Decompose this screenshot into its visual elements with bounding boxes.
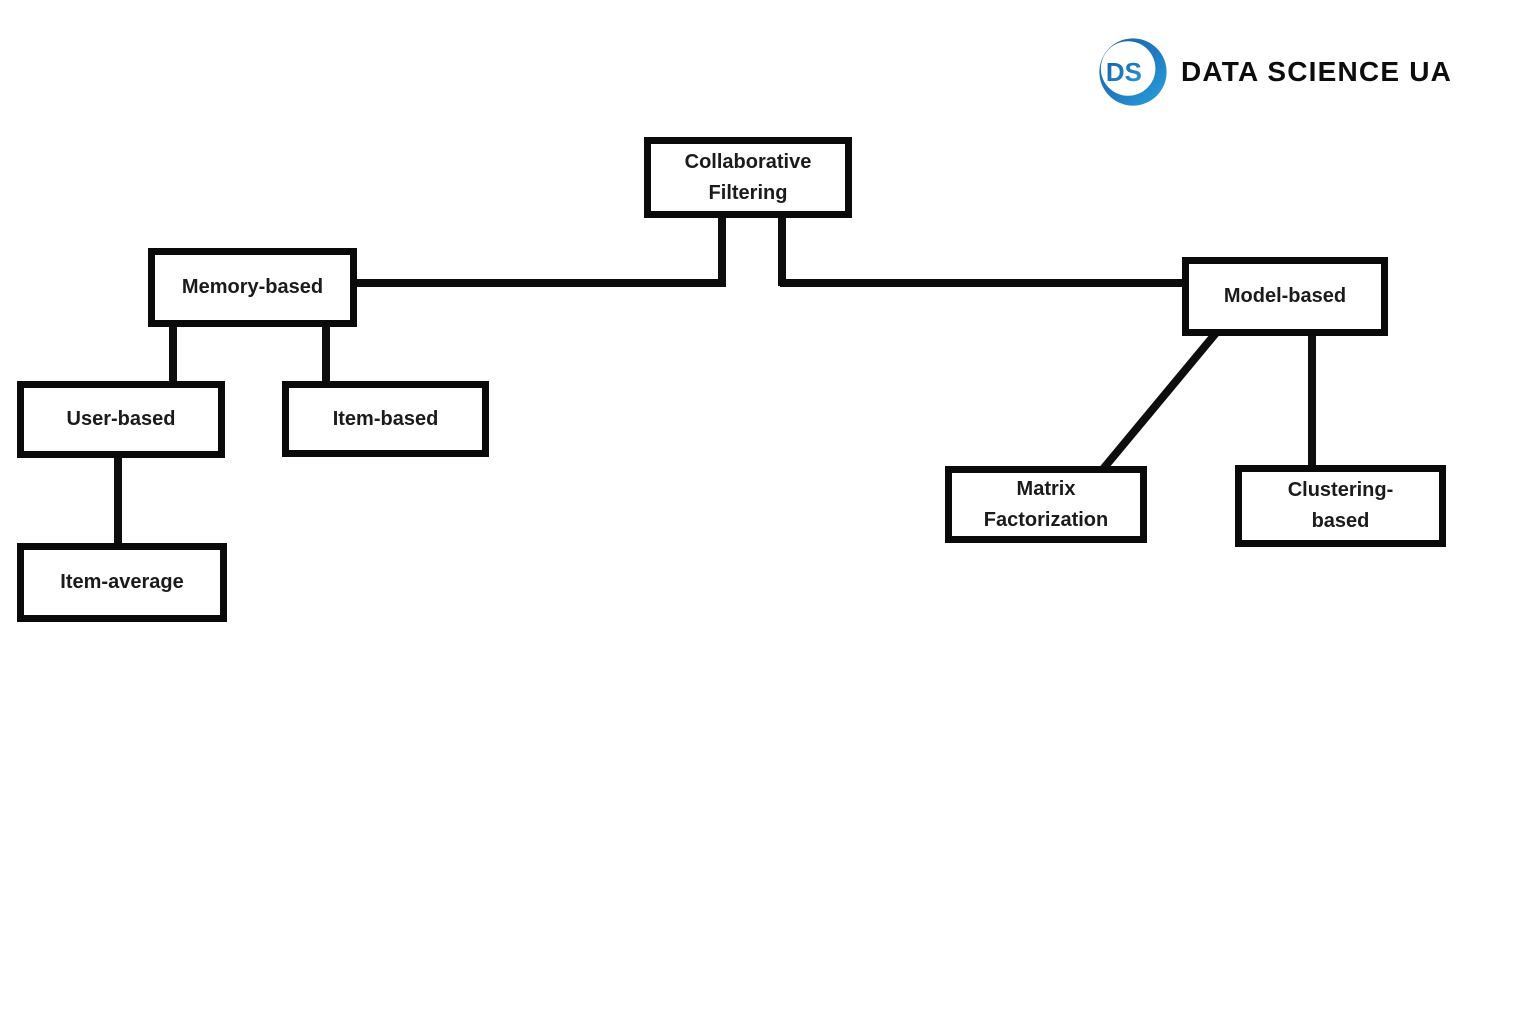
brand-wordmark: DATA SCIENCE UA [1181, 56, 1453, 87]
connector-root-to-model-vertical [778, 214, 786, 286]
node-label-line: Memory-based [181, 276, 324, 298]
connector-root-to-memory-vertical [718, 214, 726, 286]
connector-memory-to-user [169, 322, 177, 385]
node-matrix-factorization: Matrix Factorization [945, 466, 1147, 543]
ds-monogram: DS [1106, 59, 1142, 87]
brand-logo: DS DATA SCIENCE UA [1098, 36, 1452, 108]
node-user-based: User-based [17, 381, 225, 458]
node-label-line: Clustering- [1287, 479, 1394, 501]
node-label-line: Item-average [60, 571, 184, 593]
node-label-line: Collaborative [684, 150, 812, 173]
node-label-line: Item-based [332, 407, 439, 430]
connector-root-to-memory-horizontal [353, 279, 726, 287]
node-item-average: Item-average [17, 543, 227, 622]
node-collaborative-filtering: Collaborative Filtering [644, 137, 852, 218]
connector-memory-to-item [322, 322, 330, 385]
node-memory-based: Memory-based [148, 248, 357, 327]
node-label-line: Model-based [1223, 285, 1347, 307]
connector-model-to-clustering [1308, 331, 1316, 469]
connector-root-to-model-horizontal [780, 279, 1186, 287]
ds-crescent-icon: DS [1099, 38, 1167, 106]
node-label-line: User-based [66, 408, 176, 430]
node-label-line: Filtering [708, 181, 788, 204]
node-label-line: Factorization [983, 508, 1109, 531]
node-clustering-based: Clustering- based [1235, 465, 1446, 547]
connector-user-to-item-average [114, 453, 122, 547]
node-label-line: Matrix [1016, 477, 1076, 500]
node-model-based: Model-based [1182, 257, 1388, 336]
node-item-based: Item-based [282, 381, 489, 457]
node-label-line: based [1311, 510, 1370, 532]
